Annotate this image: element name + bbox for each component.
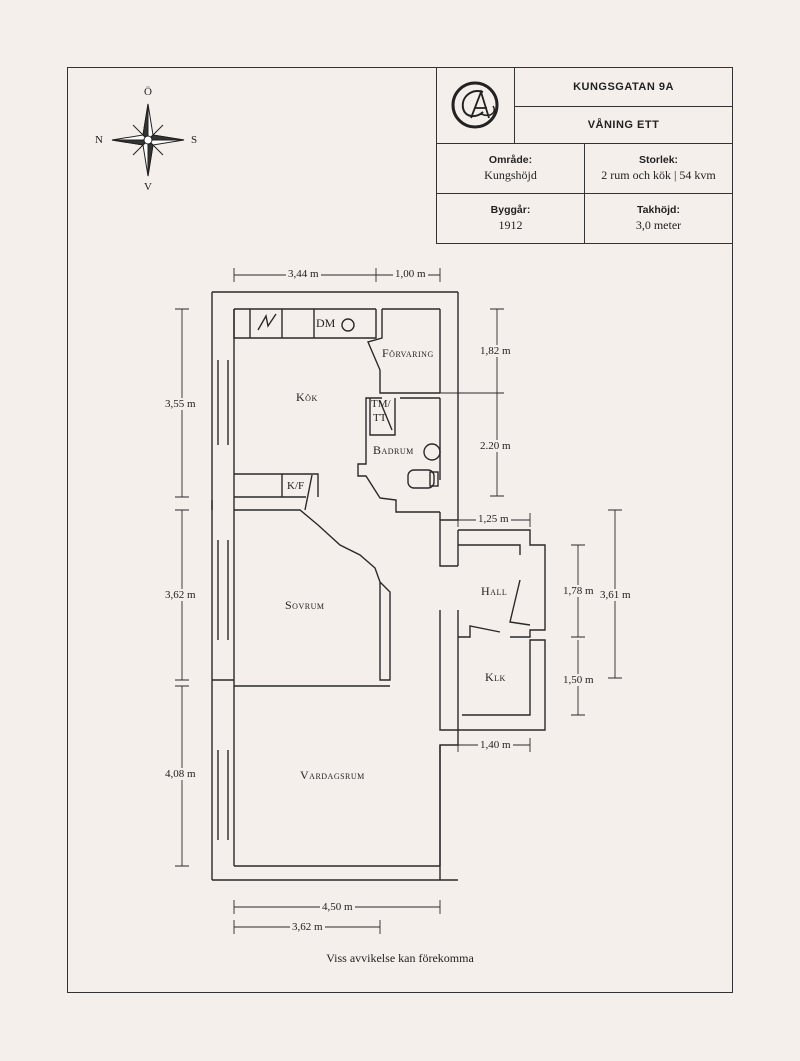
dim-hall-total-height: 3,61 m xyxy=(598,589,633,601)
ceiling-cell: Takhöjd: 3,0 meter xyxy=(585,194,732,244)
area-label: Område: xyxy=(488,154,533,166)
room-label-kitchen: Kök xyxy=(296,390,318,404)
compass-south-label: S xyxy=(191,134,198,146)
dimension-lines xyxy=(175,268,622,934)
label-washer-line2: TT xyxy=(373,412,387,424)
area-cell: Område: Kungshöjd xyxy=(437,144,585,194)
ceiling-label: Takhöjd: xyxy=(637,204,680,216)
dim-closet-height: 1,50 m xyxy=(561,674,596,686)
label-dishwasher: DM xyxy=(316,316,336,330)
dim-hall-top-width: 1,25 m xyxy=(476,513,511,525)
area-value: Kungshöjd xyxy=(484,168,537,182)
dim-top-storage-width: 1,00 m xyxy=(393,268,428,280)
dim-bathroom-height: 2.20 m xyxy=(478,440,513,452)
compass-rose-icon xyxy=(111,103,185,177)
room-label-living-room: Vardagsrum xyxy=(300,768,365,782)
size-label: Storlek: xyxy=(638,154,679,166)
dim-living-height: 4,08 m xyxy=(163,768,198,780)
room-label-hall: Hall xyxy=(481,584,508,598)
dim-kitchen-height: 3,55 m xyxy=(163,398,198,410)
walls xyxy=(211,291,546,881)
size-value: 2 rum och kök | 54 kvm xyxy=(601,168,716,182)
floor-row: VÅNING ETT xyxy=(515,107,732,144)
logo-cell xyxy=(437,68,515,144)
page-frame xyxy=(67,67,733,993)
built-label: Byggår: xyxy=(490,204,531,216)
label-fridge-freezer: K/F xyxy=(287,480,305,492)
compass-east-label: Ö xyxy=(144,86,152,98)
dim-bedroom-height: 3,62 m xyxy=(163,589,198,601)
disclaimer-note: Viss avvikelse kan förekomma xyxy=(326,951,474,965)
address-text: KUNGSGATAN 9A xyxy=(573,81,674,93)
dim-living-width: 4,50 m xyxy=(320,901,355,913)
room-label-storage: Förvaring xyxy=(382,346,434,360)
title-block: KUNGSGATAN 9A VÅNING ETT Område: Kungshö… xyxy=(436,67,733,244)
dim-bottom-width: 3,62 m xyxy=(290,921,325,933)
dim-hall-height: 1,78 m xyxy=(561,585,596,597)
room-label-bedroom: Sovrum xyxy=(285,598,325,612)
label-washer-line1: TM/ xyxy=(371,398,391,410)
compass-north-label: N xyxy=(95,134,103,146)
ca-monogram-logo-icon xyxy=(451,81,499,129)
room-label-closet: Klk xyxy=(485,670,506,684)
compass-west-label: V xyxy=(144,181,152,193)
dim-closet-width: 1,40 m xyxy=(478,739,513,751)
dim-top-kitchen-width: 3,44 m xyxy=(286,268,321,280)
built-value: 1912 xyxy=(498,218,523,232)
address-row: KUNGSGATAN 9A xyxy=(515,68,732,107)
dim-storage-height: 1,82 m xyxy=(478,345,513,357)
ceiling-value: 3,0 meter xyxy=(635,218,682,232)
room-label-bathroom: Badrum xyxy=(373,443,414,457)
built-cell: Byggår: 1912 xyxy=(437,194,585,244)
floor-text: VÅNING ETT xyxy=(587,119,660,131)
size-cell: Storlek: 2 rum och kök | 54 kvm xyxy=(585,144,732,194)
